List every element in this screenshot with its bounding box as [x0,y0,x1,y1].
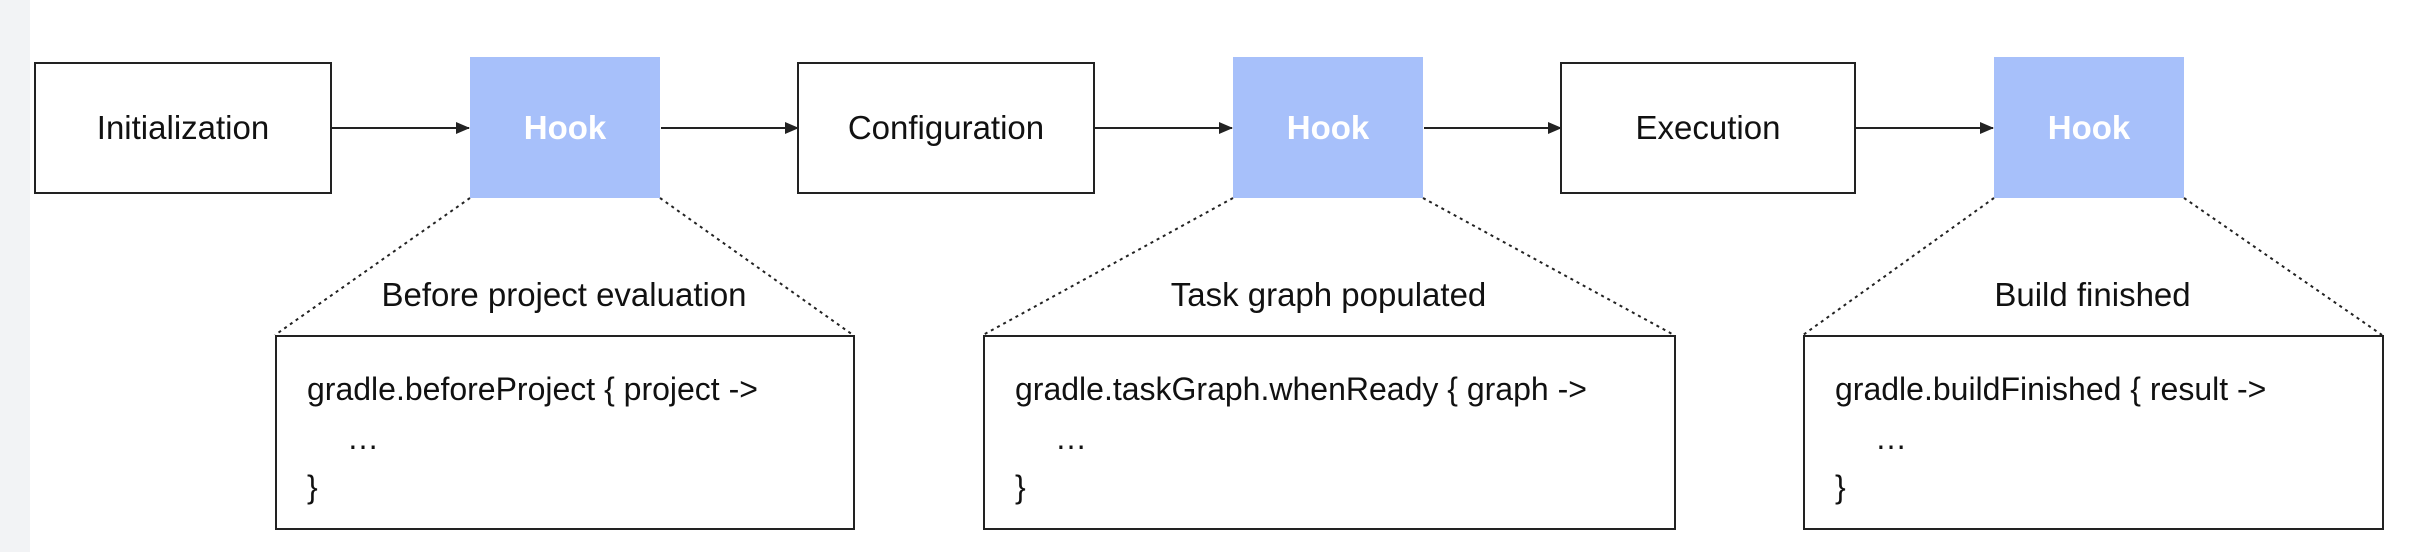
stage-execution: Execution [1560,62,1856,194]
hook-box-1: Hook [470,57,660,198]
zoom-line-hook-2-right [1422,197,1675,336]
hook-1-caption: Before project evaluation [381,276,747,313]
hook-box-2: Hook [1233,57,1423,198]
zoom-line-hook-3-left [1802,197,1995,336]
hook-3-caption: Build finished [1994,276,2191,313]
hook-1-code-box: gradle.beforeProject { project -> … } [275,335,855,530]
hook-2-code-line-1: gradle.taskGraph.whenReady { graph -> [1015,371,1587,407]
hook-1-code-line-2: … [347,420,379,456]
zoom-line-hook-1-left [274,197,471,336]
hook-2-caption: Task graph populated [1170,276,1487,313]
hook-2-label: Hook [1286,108,1370,146]
stage-initialization: Initialization [34,62,332,194]
hook-2-code-box: gradle.taskGraph.whenReady { graph -> … … [983,335,1676,530]
zoom-line-hook-1-right [659,197,854,336]
stage-configuration: Configuration [797,62,1095,194]
hook-box-3: Hook [1994,57,2184,198]
left-margin-strip [0,0,30,552]
zoom-line-hook-2-left [982,197,1234,336]
stage-configuration-label: Configuration [847,109,1045,146]
hook-2-code-line-2: … [1055,420,1087,456]
hook-1-label: Hook [523,108,607,146]
hook-3-label: Hook [2047,108,2131,146]
hook-1-code-line-1: gradle.beforeProject { project -> [307,371,758,407]
stage-initialization-label: Initialization [96,109,270,146]
hook-3-code-box: gradle.buildFinished { result -> … } [1803,335,2384,530]
hook-3-code-line-2: … [1875,420,1907,456]
hook-3-code-line-1: gradle.buildFinished { result -> [1835,371,2267,407]
zoom-line-hook-3-right [2183,197,2383,336]
hook-3-code-line-3: } [1835,469,1846,505]
hook-2-code-line-3: } [1015,469,1026,505]
hook-1-code-line-3: } [307,469,318,505]
stage-execution-label: Execution [1635,109,1781,146]
